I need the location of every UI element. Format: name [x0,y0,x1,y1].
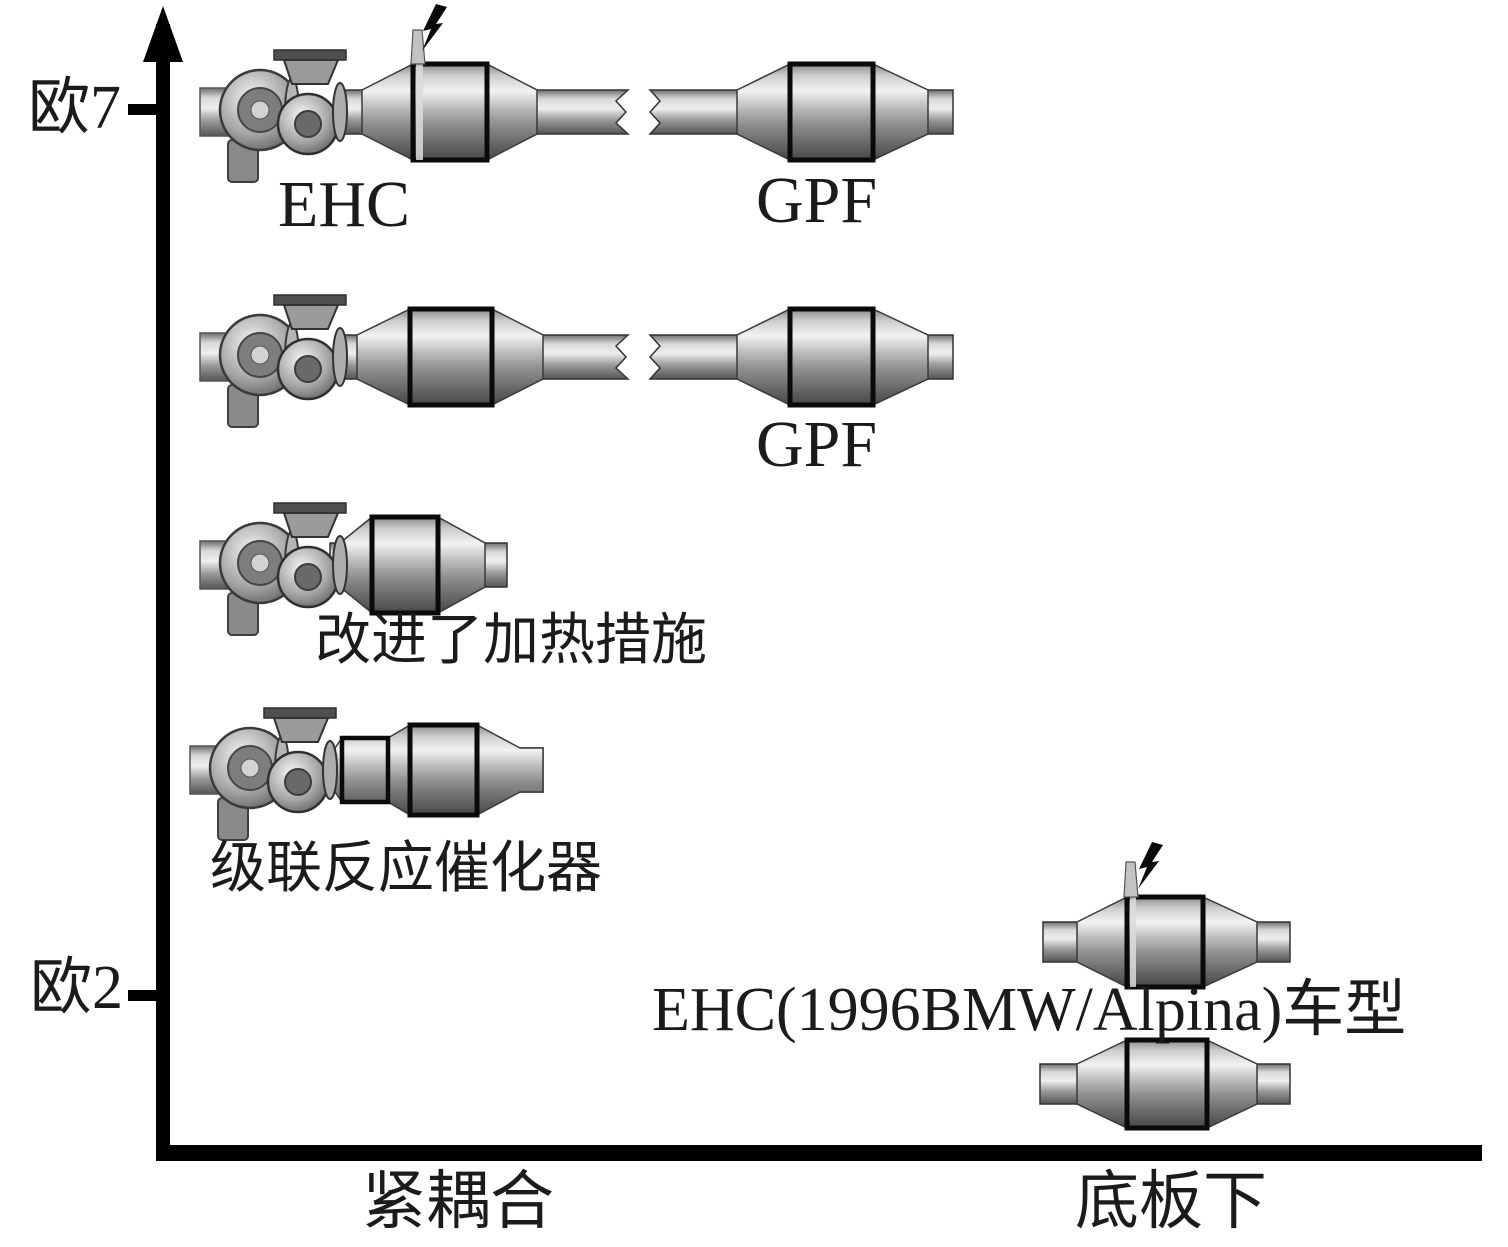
gpf-illustration [736,63,929,161]
heater-disc [1130,897,1136,987]
label-gpf-row1: GPF [756,164,878,237]
row4-system [188,706,544,842]
lightning-bolt-icon [1138,842,1163,889]
substrate-outline [369,514,441,616]
catalytic-converter-illustration [339,516,486,614]
row3-system [198,501,508,637]
label-cascade-catalyst: 级联反应催化器 [210,838,602,900]
catalytic-converter-illustration [356,308,544,406]
label-improved-heating: 改进了加热措施 [315,610,707,672]
x-axis-label-close-coupled: 紧耦合 [362,1166,554,1237]
x-axis-label-underfloor: 底板下 [1075,1166,1267,1237]
row2-system [198,293,954,429]
heater-electrode [410,29,426,65]
substrate-outline [1124,894,1206,990]
substrate-outline [339,735,391,805]
tick-euro2 [128,990,156,1001]
turbocharger-illustration [198,293,349,429]
row-ehc-bmw [1039,842,1291,1131]
substrate-outline [787,61,876,163]
turbocharger-illustration [198,48,349,184]
lightning-bolt-icon [422,4,447,51]
substrate-outline [410,61,490,163]
underfloor-converter-illustration [1076,1039,1258,1129]
substrate-outline [407,722,480,818]
substrate-outline [787,306,876,408]
label-ehc: EHC [278,168,410,241]
ehc-converter-illustration [1076,896,1258,988]
y-axis-label-euro2: 欧2 [30,954,124,1022]
substrate-outline [1124,1037,1210,1131]
substrate-outline [407,306,495,408]
x-axis [156,1145,1482,1161]
y-axis [128,6,183,1157]
heater-disc [416,64,423,160]
gpf-illustration [736,308,929,406]
axis-arrow-up-icon [143,6,183,62]
heater-electrode [1123,861,1139,898]
tick-euro7 [128,104,156,115]
label-gpf-row2: GPF [756,408,878,481]
turbocharger-illustration [188,706,339,842]
row-euro7-system [198,4,954,184]
y-axis-label-euro7: 欧7 [28,74,122,142]
label-ehc-bmw-alpina: EHC(1996BMW/Alpina)车型 [652,976,1407,1044]
catalytic-converter-illustration [361,63,538,161]
